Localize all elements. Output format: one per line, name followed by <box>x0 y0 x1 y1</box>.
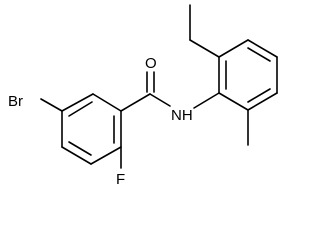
bond-ring2-double-3 <box>247 88 271 103</box>
fluorine-label: F <box>116 171 125 188</box>
bond-ring1-d <box>61 146 92 165</box>
bond-ring2-e <box>247 92 278 111</box>
oxygen-label: O <box>145 55 157 72</box>
bond-n-ring2 <box>193 92 220 109</box>
bond-ring2-ethyl-1 <box>189 39 220 58</box>
nh-label: NH <box>171 107 193 124</box>
bond-ring1-double-1 <box>68 101 93 117</box>
bond-ring1-a <box>92 93 122 112</box>
bond-carbonyl-n <box>149 93 171 107</box>
bond-ring1-c <box>90 146 122 165</box>
bond-ring2-b <box>218 39 249 58</box>
structure-diagram: Br F O NH <box>8 4 278 188</box>
bond-ring2-f <box>218 92 249 111</box>
bond-ring1-f <box>61 93 94 112</box>
bond-ring1-double-3 <box>68 141 92 156</box>
bond-ring2-c <box>247 39 278 58</box>
right-benzene-ring <box>218 39 278 111</box>
left-benzene-ring <box>61 93 122 165</box>
bond-ring2-double-2 <box>247 47 271 62</box>
bromine-label: Br <box>8 93 23 110</box>
bond-c-br <box>40 98 63 112</box>
molecule-drawing: Br F O NH <box>8 4 278 188</box>
bond-ring-carbonyl <box>120 93 151 112</box>
